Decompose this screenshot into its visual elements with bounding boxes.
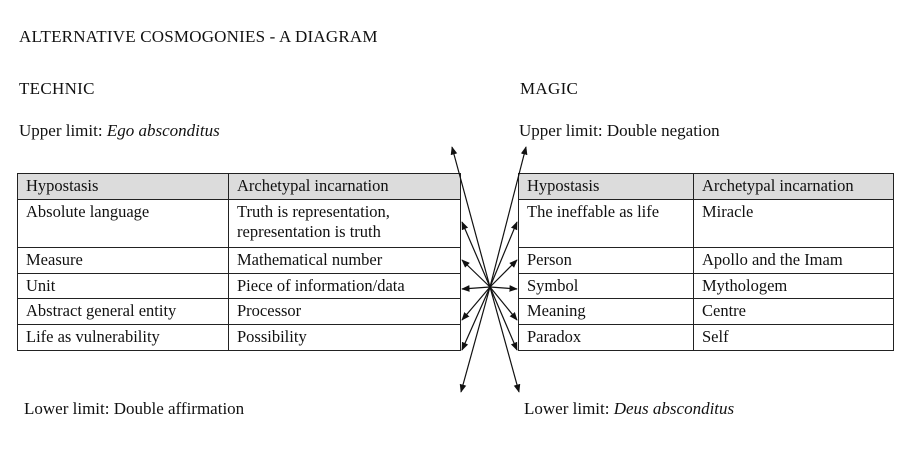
arrow-left-row2 — [461, 259, 491, 288]
incarnation-cell: Mathematical number — [228, 246, 461, 274]
table-header-row: Hypostasis Archetypal incarnation — [518, 173, 894, 200]
magic-heading: MAGIC — [520, 79, 579, 98]
table-row: The ineffable as life Miracle — [518, 198, 894, 248]
incarnation-cell: Self — [693, 324, 894, 351]
arrow-right-row1 — [489, 221, 518, 288]
incarnation-cell: Miracle — [693, 198, 894, 248]
technic-upper-prefix: Upper limit: — [19, 121, 107, 140]
hypostasis-cell: Abstract general entity — [17, 298, 229, 326]
incarnation-cell: Truth is representation, representation … — [228, 198, 461, 248]
arrow-lower-left — [459, 286, 491, 393]
table-row: Meaning Centre — [518, 298, 894, 326]
arrow-left-row3 — [461, 285, 491, 292]
arrow-lower-right — [489, 286, 521, 393]
column-header: Archetypal incarnation — [693, 173, 894, 200]
table-row: Absolute language Truth is representatio… — [17, 198, 461, 248]
technic-lower-limit: Lower limit: Double affirmation — [24, 399, 245, 418]
arrow-upper-left — [450, 146, 491, 288]
table-row: Measure Mathematical number — [17, 246, 461, 274]
magic-lower-value: Deus absconditus — [613, 399, 735, 418]
arrow-upper-right — [489, 146, 528, 288]
technic-upper-value: Ego absconditus — [106, 121, 220, 140]
magic-upper-limit: Upper limit: Double negation — [519, 121, 720, 140]
arrow-right-row2 — [489, 259, 518, 288]
technic-table: Hypostasis Archetypal incarnation Absolu… — [17, 173, 461, 351]
technic-heading: TECHNIC — [19, 79, 95, 98]
table-row: Life as vulnerability Possibility — [17, 324, 461, 351]
magic-table: Hypostasis Archetypal incarnation The in… — [518, 173, 894, 351]
arrow-left-row5 — [461, 286, 491, 351]
hypostasis-cell: Absolute language — [17, 198, 229, 248]
magic-lower-prefix: Lower limit: — [524, 399, 614, 418]
incarnation-cell: Possibility — [228, 324, 461, 351]
table-row: Paradox Self — [518, 324, 894, 351]
column-header: Hypostasis — [518, 173, 694, 200]
arrow-left-row1 — [461, 221, 491, 288]
arrow-right-row5 — [489, 286, 518, 351]
table-row: Person Apollo and the Imam — [518, 246, 894, 274]
technic-upper-limit: Upper limit: Ego absconditus — [19, 122, 220, 139]
hypostasis-cell: Person — [518, 246, 694, 274]
arrow-left-row4 — [461, 286, 491, 321]
arrow-right-row3 — [489, 285, 518, 292]
hypostasis-cell: Paradox — [518, 324, 694, 351]
incarnation-cell: Centre — [693, 298, 894, 326]
table-row: Unit Piece of information/data — [17, 272, 461, 300]
incarnation-cell: Apollo and the Imam — [693, 246, 894, 274]
incarnation-text: Truth is representation, representation … — [237, 201, 390, 241]
hypostasis-cell: Measure — [17, 246, 229, 274]
hypostasis-cell: Life as vulnerability — [17, 324, 229, 351]
hypostasis-cell: Unit — [17, 272, 229, 300]
diagram-title: ALTERNATIVE COSMOGONIES - A DIAGRAM — [19, 27, 378, 46]
hypostasis-cell: The ineffable as life — [518, 198, 694, 248]
hypostasis-cell: Meaning — [518, 298, 694, 326]
arrow-right-row4 — [489, 286, 518, 321]
magic-lower-limit: Lower limit: Deus absconditus — [524, 400, 734, 417]
